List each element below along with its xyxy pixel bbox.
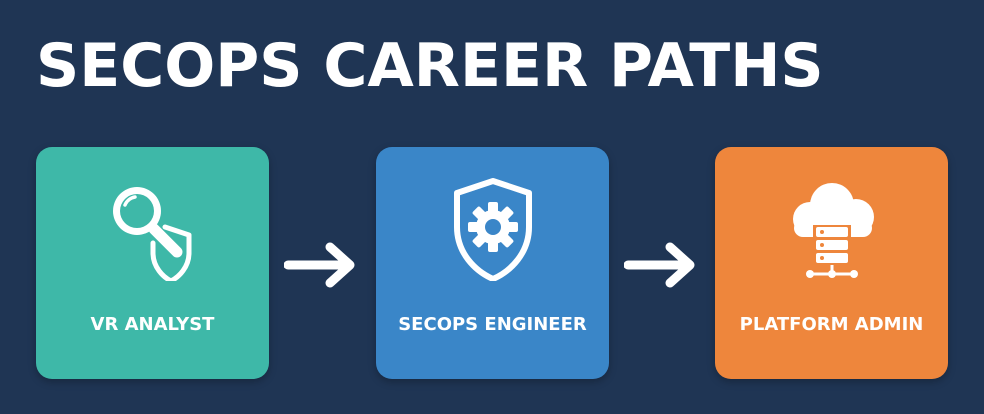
career-card-secops-engineer: SECOPS ENGINEER: [376, 147, 609, 379]
shield-gear-icon: [453, 178, 532, 281]
career-card-platform-admin: PLATFORM ADMIN: [715, 147, 948, 379]
career-card-vr-analyst: VR ANALYST: [36, 147, 269, 379]
card-label: PLATFORM ADMIN: [739, 314, 924, 335]
arrow-right-icon: [624, 242, 695, 288]
magnifier-shield-icon: [112, 187, 191, 281]
page-title: SECOPS CAREER PATHS: [36, 31, 824, 101]
cloud-server-icon: [792, 183, 874, 278]
card-label: SECOPS ENGINEER: [398, 314, 587, 335]
card-label: VR ANALYST: [90, 314, 215, 335]
arrow-right-icon: [284, 242, 355, 288]
